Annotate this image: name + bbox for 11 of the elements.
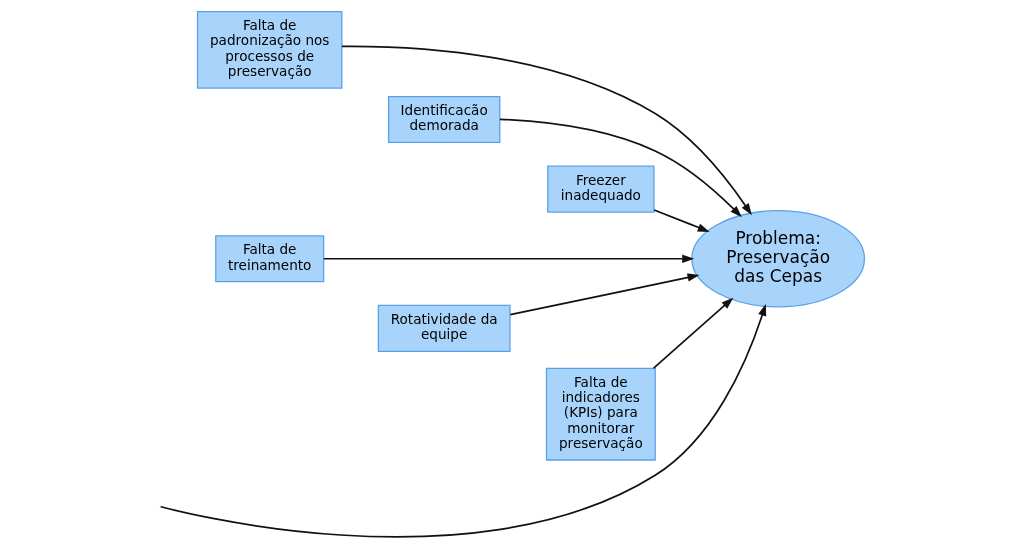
node-box: Falta de indicadores (KPIs) para monitorar preservação [545,367,656,461]
node-box: Falta de padronização nos processos de preservação [196,11,342,89]
node-box: Rotatividade da equipe [377,304,511,352]
arrow [508,273,699,316]
node-box: Falta de treinamento [214,235,324,283]
arrow [652,209,710,232]
arrow [652,297,733,369]
node-box: Freezer inadequado [546,165,655,213]
arrow [498,118,742,218]
arrow [322,254,694,263]
node-box: Identificacão demorada [387,95,500,144]
